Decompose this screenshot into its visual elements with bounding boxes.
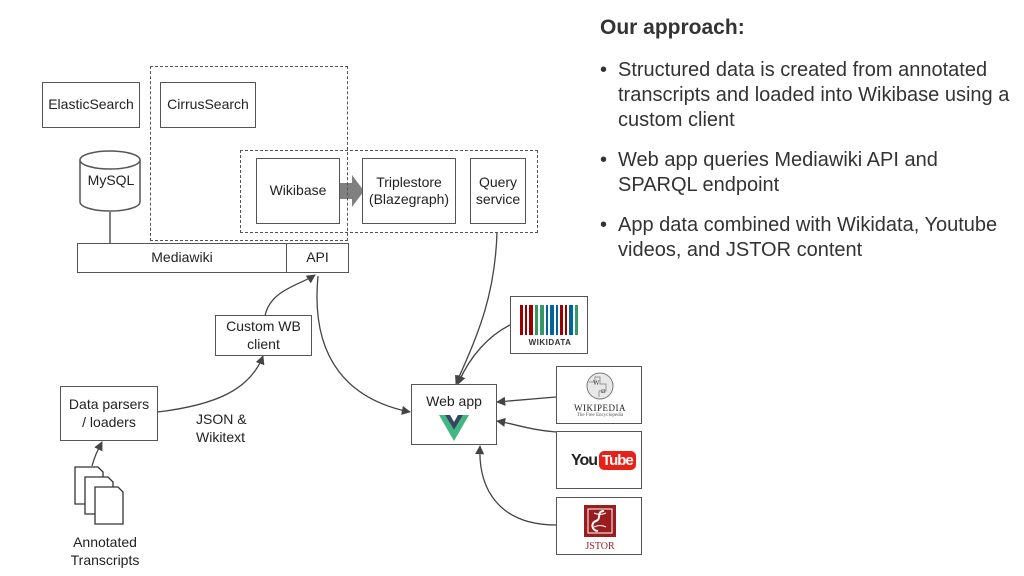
api-label: API <box>306 249 329 266</box>
svg-text:W: W <box>593 379 600 387</box>
json-wikitext-label: JSON & Wikitext <box>196 411 247 445</box>
elasticsearch-box: ElasticSearch <box>42 82 140 128</box>
web-app-box: Web app <box>411 384 497 445</box>
vue-logo-icon <box>439 414 469 441</box>
cirrussearch-label: CirrusSearch <box>167 96 249 113</box>
wikipedia-to-webapp-arrow <box>496 396 557 406</box>
query-to-webapp-arrow <box>455 231 498 385</box>
svg-text:Ω: Ω <box>601 389 606 395</box>
client-to-api-arrow <box>264 274 316 317</box>
elasticsearch-label: ElasticSearch <box>48 96 134 113</box>
youtube-logo-box: You Tube <box>556 431 642 489</box>
wikipedia-tagline: The Free Encyclopedia <box>576 413 624 418</box>
approach-title: Our approach: <box>600 16 745 39</box>
custom-wb-client-label: Custom WB client <box>226 318 301 352</box>
youtube-to-webapp-arrow <box>496 417 557 433</box>
wikidata-logo-icon <box>520 305 578 335</box>
wikibase-label: Wikibase <box>269 182 327 199</box>
transcripts-to-parsers-arrow <box>91 441 103 467</box>
wikipedia-globe-icon: W Ω <box>586 372 614 400</box>
query-service-box: Query service <box>470 158 526 224</box>
data-parsers-box: Data parsers / loaders <box>60 386 158 441</box>
wikibase-query-group <box>240 150 538 233</box>
wikipedia-logo-box: W Ω WIKIPEDIA The Free Encyclopedia <box>556 366 642 424</box>
triplestore-label: Triplestore (Blazegraph) <box>368 173 450 208</box>
wikibase-to-triplestore-arrow <box>340 175 364 207</box>
documents-stack-icon <box>74 466 124 525</box>
cirrussearch-box: CirrusSearch <box>160 82 256 128</box>
wikidata-logo-box: WIKIDATA <box>510 296 588 354</box>
wikibase-box: Wikibase <box>256 158 340 224</box>
custom-wb-client-box: Custom WB client <box>215 315 312 356</box>
youtube-you-text: You <box>571 451 598 469</box>
parsers-to-client-arrow <box>157 355 265 413</box>
jstor-wordmark: JSTOR <box>585 541 615 552</box>
jstor-logo-box: JSTOR <box>556 497 642 555</box>
wikidata-to-webapp-arrow <box>456 324 511 385</box>
mediawiki-bar: Mediawiki <box>77 243 287 273</box>
triplestore-box: Triplestore (Blazegraph) <box>362 158 456 224</box>
cirrus-group <box>150 66 348 241</box>
approach-bullet-list: Structured data is created from annotate… <box>600 58 1010 263</box>
jstor-to-webapp-arrow <box>475 445 557 526</box>
approach-bullet: Structured data is created from annotate… <box>600 58 1010 133</box>
mysql-label: MySQL <box>87 172 135 188</box>
jstor-emblem-icon <box>584 505 616 537</box>
wikipedia-wordmark: WIKIPEDIA <box>574 403 626 413</box>
api-to-webapp-arrow <box>316 275 411 415</box>
wikidata-wordmark: WIKIDATA <box>528 338 572 347</box>
query-service-label: Query service <box>475 173 521 208</box>
youtube-tube-badge: Tube <box>599 451 636 470</box>
mediawiki-label: Mediawiki <box>151 249 213 266</box>
annotated-transcripts-label: Annotated Transcripts <box>70 534 140 568</box>
approach-panel: Our approach: Structured data is created… <box>600 16 1010 278</box>
approach-bullet: Web app queries Mediawiki API and SPARQL… <box>600 148 1010 198</box>
approach-bullet: App data combined with Wikidata, Youtube… <box>600 213 1010 263</box>
api-box: API <box>286 243 349 273</box>
web-app-label: Web app <box>426 393 482 409</box>
mysql-database-icon <box>79 150 141 212</box>
data-parsers-label: Data parsers / loaders <box>68 396 150 430</box>
